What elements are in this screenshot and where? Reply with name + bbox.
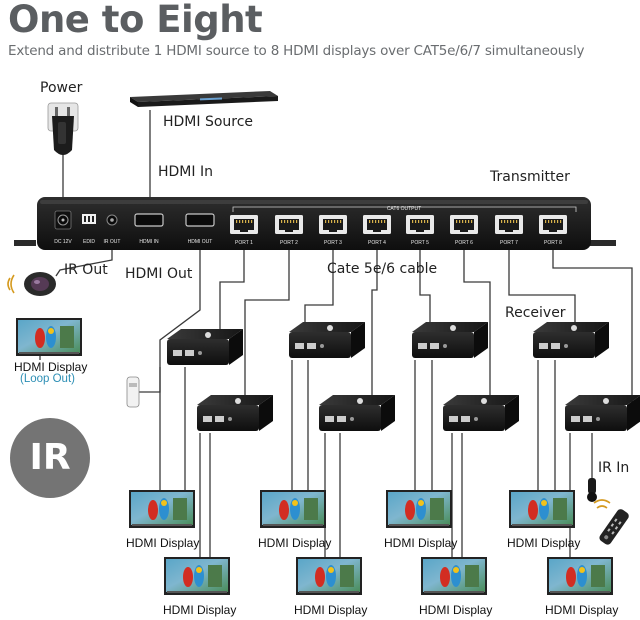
display-label-5: HDMI Display [163,603,237,617]
display-screen-6 [296,557,362,595]
receiver-label: Receiver [505,305,566,321]
ir-out-label: IR Out [64,262,108,278]
ir-badge: IR [10,418,90,498]
display-screen-8 [547,557,613,595]
display-label-1: HDMI Display [126,536,200,550]
hdmi-source-player-icon [130,91,278,107]
cable-8 [304,234,334,333]
rj45-port-1: PORT 1 [230,215,258,246]
remote-control-icon [599,509,629,545]
display-screen-7 [421,557,487,595]
port-label-3: PORT 3 [324,240,342,246]
display-screen-3 [386,490,452,528]
rj45-port-7: PORT 7 [495,215,523,246]
display-label-3: HDMI Display [384,536,458,550]
power-adapter-icon [47,102,79,155]
port-label-6: PORT 6 [455,240,473,246]
hdmi-out-label: HDMI Out [125,266,193,282]
cable-13 [552,234,633,404]
rj45-port-5: PORT 5 [406,215,434,246]
ir-in-label: IR In [598,460,630,476]
cable-9 [371,234,378,404]
cable-lines [39,110,633,557]
transmitter-panel-labels: DC 12V EDID IR OUT HDMI IN HDMI OUT CAT6… [54,206,421,245]
receiver-device-5 [197,395,273,431]
rj45-port-6: PORT 6 [450,215,478,246]
port-label-8: PORT 8 [544,240,562,246]
loop-display-label: HDMI Display [14,360,88,374]
dc-label: DC 12V [54,239,72,245]
loop-display-screen [16,318,82,356]
rj45-port-2: PORT 2 [275,215,303,246]
ir-out-port-label: IR OUT [104,239,121,245]
cable-10 [419,234,431,333]
receiver-device-2 [289,322,365,358]
receiver-device-6 [319,395,395,431]
port-label-2: PORT 2 [280,240,298,246]
page-subtitle: Extend and distribute 1 HDMI source to 8… [8,43,585,59]
ir-receiver-cable-icon [126,376,140,408]
port-label-4: PORT 4 [368,240,386,246]
hdmi-in-port-label: HDMI IN [139,239,159,245]
cable-7 [244,234,290,404]
receivers [167,322,640,431]
ir-emitter-icon [7,272,56,296]
loop-out-label: (Loop Out) [20,373,75,385]
receiver-device-7 [443,395,519,431]
display-screen-1 [129,490,195,528]
cable-12 [508,234,576,333]
cable-4 [132,226,201,405]
transmitter-label: Transmitter [490,169,570,185]
edid-label: EDID [83,239,95,245]
receiver-device-3 [412,322,488,358]
hdmi-out-port-label: HDMI OUT [188,239,213,245]
rj45-ports: PORT 1 PORT 2 PORT 3 PORT 4 PORT 5 PORT 6 PORT… [230,215,567,246]
displays [16,318,613,595]
cable-6 [219,234,245,340]
display-label-8: HDMI Display [545,603,619,617]
rj45-port-3: PORT 3 [319,215,347,246]
cable-label: Cate 5e/6 cable [327,261,438,277]
receiver-device-8 [565,395,640,431]
cable-11 [463,234,491,404]
rj45-port-4: PORT 4 [363,215,391,246]
display-screen-2 [260,490,326,528]
rj45-port-8: PORT 8 [539,215,567,246]
display-screen-5 [164,557,230,595]
port-label-7: PORT 7 [500,240,518,246]
power-label: Power [40,80,83,96]
page-title: One to Eight [8,0,263,41]
display-label-7: HDMI Display [419,603,493,617]
display-screen-4 [509,490,575,528]
port-label-5: PORT 5 [411,240,429,246]
receiver-device-1 [167,329,243,365]
display-label-4: HDMI Display [507,536,581,550]
display-label-2: HDMI Display [258,536,332,550]
transmitter-device [14,197,616,250]
hdmi-in-label: HDMI In [158,164,213,180]
ir-sensor-icon [587,478,597,502]
display-label-6: HDMI Display [294,603,368,617]
cat6-output-label: CAT6 OUTPUT [387,206,421,212]
receiver-device-4 [533,322,609,358]
hdmi-source-label: HDMI Source [163,114,254,130]
port-label-1: PORT 1 [235,240,253,246]
